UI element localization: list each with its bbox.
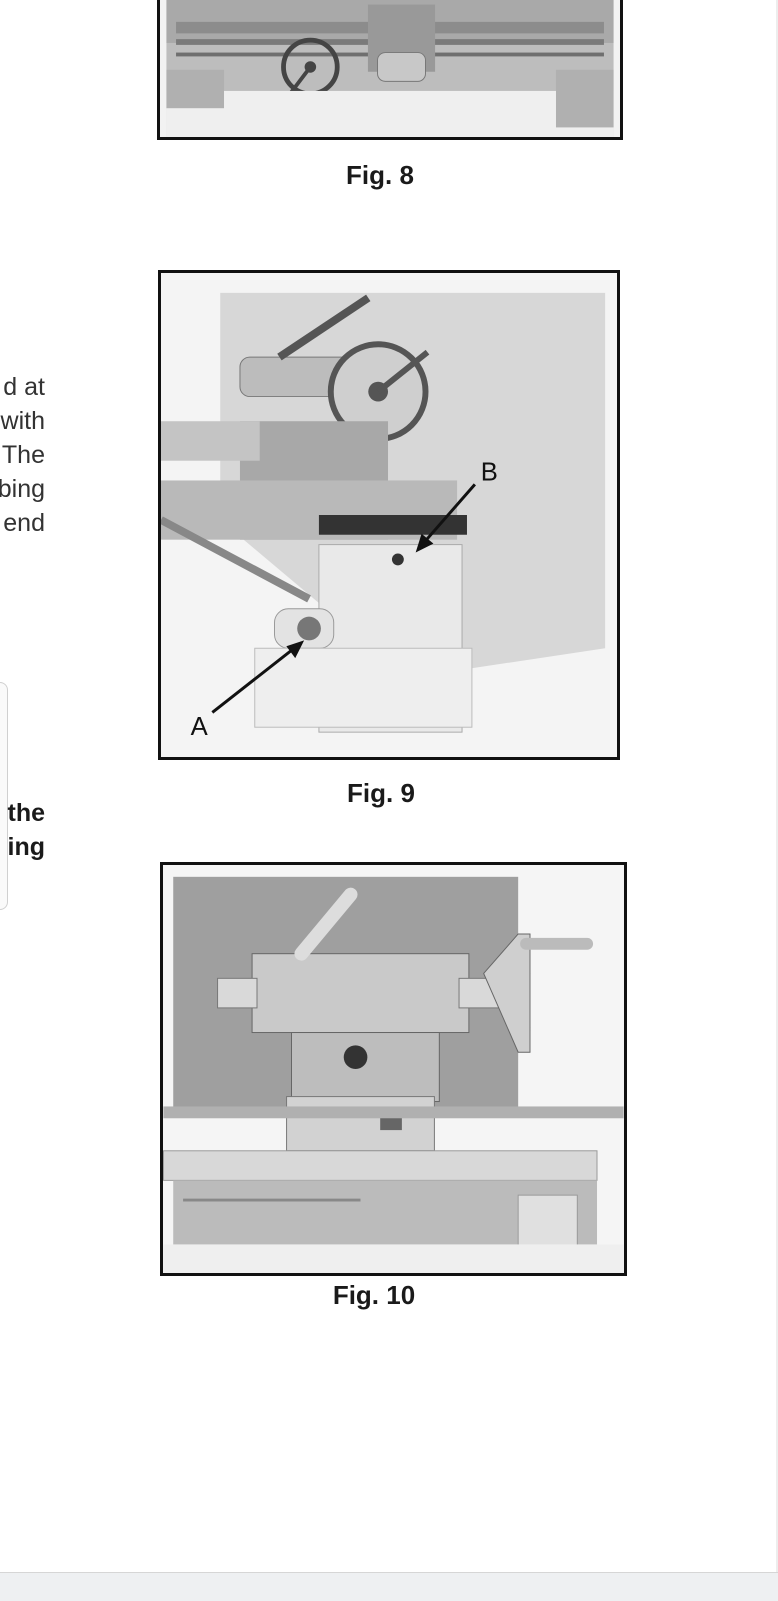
body-text-bold-line: the: [7, 799, 46, 827]
body-text-line: d at: [3, 373, 45, 401]
callout-label-b: B: [481, 458, 498, 486]
fig8-caption: Fig. 8: [346, 160, 414, 190]
fig9-image: A B: [158, 270, 620, 760]
lathe-bed-illustration: [166, 0, 614, 137]
fig8-image: [157, 0, 623, 140]
viewer-bottom-bar: [0, 1572, 778, 1601]
fig9-caption: Fig. 9: [347, 778, 415, 808]
lathe-compound-slide-illustration: [163, 865, 624, 1273]
page-right-edge: [776, 0, 778, 1572]
body-text-line: bing: [0, 475, 45, 503]
body-text-line: end: [3, 509, 45, 537]
body-text-bold-line: ing: [7, 833, 46, 861]
callout-label-a: A: [191, 713, 209, 741]
body-text-line: with: [0, 407, 45, 435]
fig10-caption: Fig. 10: [332, 1280, 416, 1310]
fig10-image: [160, 862, 627, 1276]
body-text-line: The: [1, 441, 45, 469]
lathe-tailstock-illustration: A B: [161, 273, 617, 757]
